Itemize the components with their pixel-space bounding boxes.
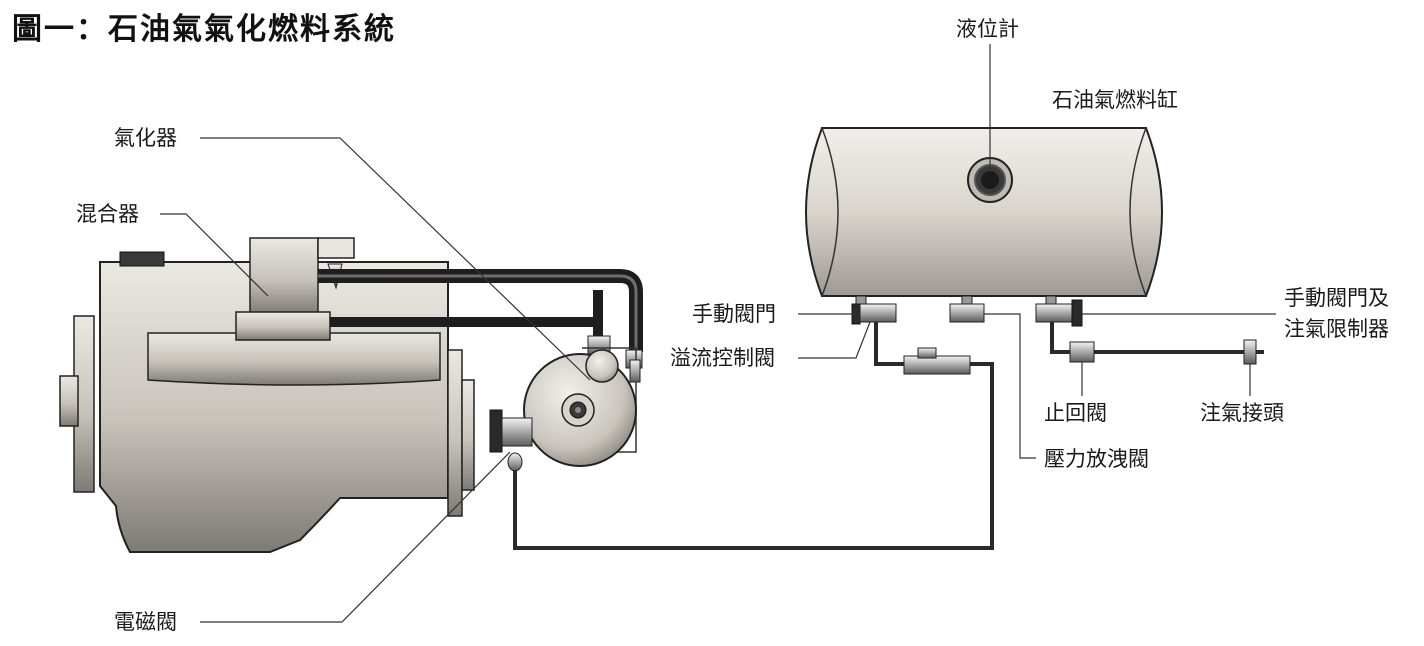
engine-head [147, 332, 441, 386]
label-solenoid-valve: 電磁閥 [114, 610, 177, 634]
mixer-base [235, 311, 331, 341]
page-title: 圖一：石油氣氣化燃料系統 [12, 12, 396, 47]
label-pressure-relief-valve: 壓力放洩閥 [1044, 447, 1149, 471]
label-vaporizer: 氣化器 [114, 126, 177, 150]
inline-regulator [903, 355, 971, 375]
label-manual-valve-left: 手動閥門 [692, 302, 776, 326]
engine-cap [119, 251, 165, 267]
label-fill-connector: 注氣接頭 [1200, 401, 1284, 425]
mixer-top [249, 237, 319, 315]
label-check-valve: 止回閥 [1044, 401, 1107, 425]
leader-lines [160, 44, 1276, 623]
manual-valve-right [1035, 303, 1073, 323]
label-manual-valve-fill-2: 注氣限制器 [1284, 317, 1389, 341]
engine [59, 251, 475, 553]
label-level-gauge: 液位計 [956, 17, 1019, 41]
mixer-unit [235, 237, 355, 341]
fuel-pipes [318, 269, 643, 369]
manual-valve-left [859, 303, 897, 323]
fuel-tank [805, 127, 1163, 297]
tank-fittings [851, 295, 1264, 375]
solenoid-valve [489, 409, 533, 472]
fuel-line-return [513, 362, 994, 550]
label-overflow-valve: 溢流控制閥 [670, 346, 775, 370]
vaporizer [523, 347, 641, 467]
label-mixer: 混合器 [76, 202, 139, 226]
label-tank: 石油氣燃料缸 [1052, 88, 1178, 112]
tank-body [805, 127, 1163, 297]
check-valve [1069, 341, 1095, 363]
pressure-relief-valve [949, 303, 985, 323]
fill-connector [1243, 339, 1257, 365]
engine-right-flange [447, 349, 463, 517]
label-manual-valve-fill-1: 手動閥門及 [1284, 286, 1389, 310]
engine-pulley [59, 375, 79, 427]
